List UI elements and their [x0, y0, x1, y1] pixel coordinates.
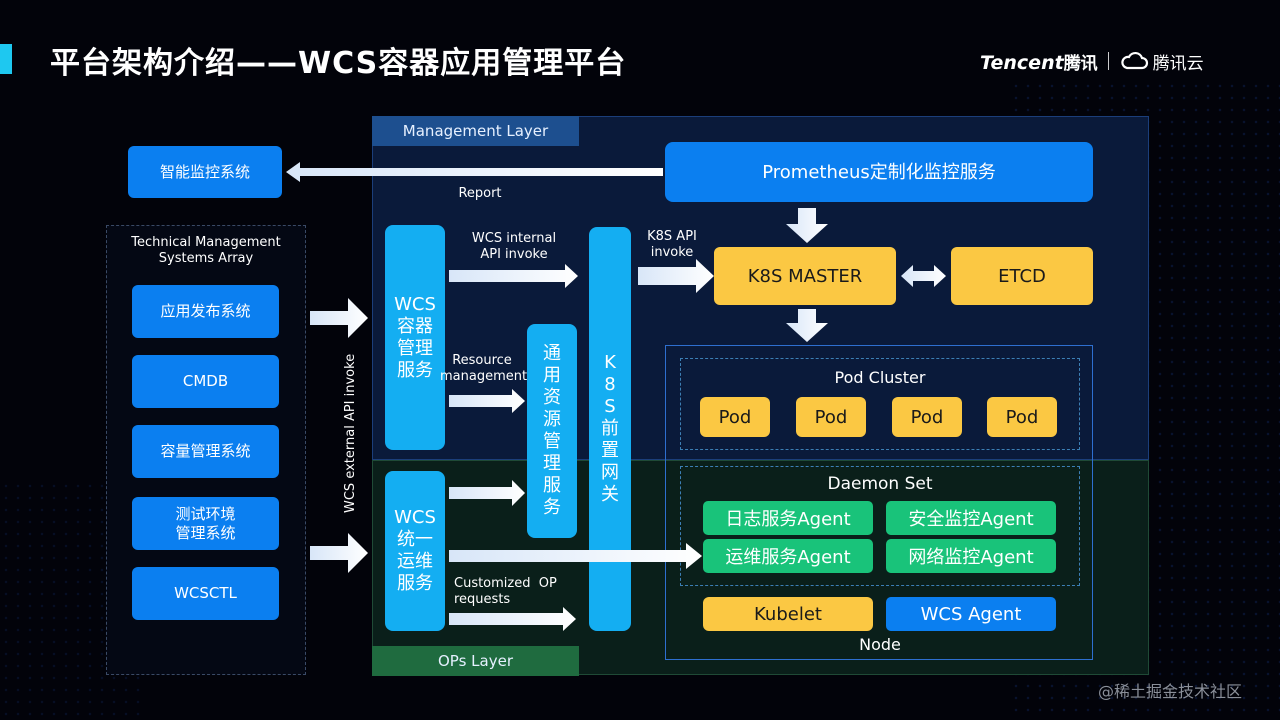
- cmdb-system: CMDB: [132, 355, 279, 408]
- pod-cluster-title: Pod Cluster: [834, 368, 926, 387]
- tms-title: Technical Management Systems Array: [106, 235, 306, 267]
- customized-op-label: Customized OP requests: [454, 576, 564, 608]
- brand-logos: Tencent腾讯 腾讯云: [980, 46, 1204, 76]
- resource-char: 务: [543, 497, 561, 518]
- wcs-agent: WCS Agent: [886, 597, 1056, 631]
- k8s-api-line1: K8S API: [647, 229, 697, 244]
- wcs-container-line2: 容器: [397, 315, 433, 337]
- wcs-container-line3: 管理: [397, 337, 433, 359]
- master-down-arrow: [786, 309, 828, 342]
- k8s-master: K8S MASTER: [714, 247, 896, 305]
- daemon-set-title: Daemon Set: [827, 474, 933, 494]
- capacity-management-system: 容量管理系统: [132, 425, 279, 478]
- wcsctl-system: WCSCTL: [132, 567, 279, 620]
- gateway-char: 前: [601, 418, 619, 439]
- tms-title-line2: Systems Array: [158, 251, 254, 266]
- tencent-logo-cn: 腾讯: [1063, 53, 1098, 74]
- brand-divider: [1107, 52, 1109, 70]
- custom-op-arrow: [449, 607, 576, 631]
- resource-char: 理: [543, 453, 561, 474]
- node-label: Node: [859, 635, 901, 654]
- k8s-api-arrow: [638, 259, 714, 293]
- resource-char: 管: [543, 431, 561, 452]
- report-label: Report: [458, 186, 502, 201]
- gateway-char: S: [604, 396, 616, 417]
- resource-management-label: Resource management: [440, 353, 528, 385]
- resource-management-service: 通 用 资 源 管 理 服 务: [527, 324, 577, 538]
- watermark: @稀土掘金技术社区: [1098, 682, 1243, 701]
- pod-cluster-area: [680, 358, 1080, 450]
- gateway-char: 置: [601, 440, 619, 461]
- prometheus-down-arrow: [786, 208, 828, 243]
- resource-char: 通: [543, 343, 561, 364]
- wcs-ops-service: WCS 统一 运维 服务: [385, 471, 445, 631]
- wcs-ops-line4: 服务: [397, 573, 433, 594]
- wcs-ops-line3: 运维: [397, 551, 433, 572]
- prometheus-service: Prometheus定制化监控服务: [665, 142, 1093, 202]
- k8s-api-line2: invoke: [650, 245, 694, 260]
- wcs-internal-line1: WCS internal: [471, 231, 557, 246]
- kubelet: Kubelet: [703, 597, 873, 631]
- resource-char: 用: [543, 365, 561, 386]
- test-env-management-system: 测试环境 管理系统: [132, 497, 279, 550]
- k8s-api-invoke-label: K8S API invoke: [640, 229, 704, 261]
- pod-4: Pod: [987, 397, 1057, 437]
- management-layer-tag: Management Layer: [372, 116, 579, 146]
- ops-service-agent: 运维服务Agent: [703, 539, 873, 573]
- smart-monitor-system: 智能监控系统: [128, 146, 282, 198]
- wcs-internal-api-label: WCS internal API invoke: [456, 231, 572, 263]
- wcs-container-line1: WCS: [394, 293, 436, 315]
- wcs-internal-line2: API invoke: [480, 247, 548, 262]
- security-monitor-agent: 安全监控Agent: [886, 501, 1056, 535]
- wcs-container-line4: 服务: [397, 359, 433, 381]
- wcs-ops-line2: 统一: [397, 529, 433, 550]
- ops-to-daemonset-arrow: [449, 543, 702, 569]
- resource-char: 资: [543, 387, 561, 408]
- tencent-logo: Tencent腾讯: [980, 49, 1098, 74]
- slide-title: 平台架构介绍——WCS容器应用管理平台: [50, 46, 627, 81]
- title-accent-bar: [0, 44, 12, 74]
- ops-to-resource-arrow: [449, 480, 525, 506]
- pod-1: Pod: [700, 397, 770, 437]
- gateway-char: 网: [601, 462, 619, 483]
- tms-to-ops-arrow: [310, 533, 368, 573]
- wcs-container-service: WCS 容器 管理 服务: [385, 225, 445, 450]
- gateway-char: 关: [601, 484, 619, 505]
- log-service-agent: 日志服务Agent: [703, 501, 873, 535]
- tencent-cloud-text: 腾讯云: [1152, 53, 1204, 74]
- etcd: ETCD: [951, 247, 1093, 305]
- test-env-line2: 管理系统: [175, 523, 236, 542]
- tms-title-line1: Technical Management: [131, 235, 281, 250]
- gateway-char: 8: [604, 374, 616, 395]
- app-release-system: 应用发布系统: [132, 285, 279, 338]
- tms-to-container-arrow: [310, 298, 368, 338]
- wcs-ops-line1: WCS: [394, 507, 436, 528]
- resource-label-line2: management: [440, 369, 528, 384]
- resource-char: 源: [543, 409, 561, 430]
- resource-label-line1: Resource: [452, 353, 512, 368]
- report-arrow: [286, 162, 663, 182]
- node-frame: [665, 345, 1093, 660]
- master-etcd-arrow: [901, 265, 946, 287]
- wcs-internal-arrow: [449, 264, 578, 288]
- test-env-line1: 测试环境: [175, 504, 236, 523]
- pod-2: Pod: [796, 397, 866, 437]
- pod-3: Pod: [892, 397, 962, 437]
- custom-op-line1: Customized OP: [454, 576, 557, 591]
- tencent-logo-text: Tencent: [980, 51, 1064, 74]
- tencent-cloud-logo: 腾讯云: [1119, 49, 1204, 74]
- daemon-set-area: [680, 466, 1080, 586]
- cloud-icon: [1121, 51, 1148, 70]
- resource-char: 服: [543, 475, 561, 496]
- gateway-char: K: [604, 352, 616, 373]
- k8s-gateway: K 8 S 前 置 网 关: [589, 227, 631, 631]
- custom-op-line2: requests: [454, 592, 511, 607]
- ops-layer-tag: OPs Layer: [372, 646, 579, 676]
- network-monitor-agent: 网络监控Agent: [886, 539, 1056, 573]
- resource-mgmt-arrow: [449, 389, 525, 413]
